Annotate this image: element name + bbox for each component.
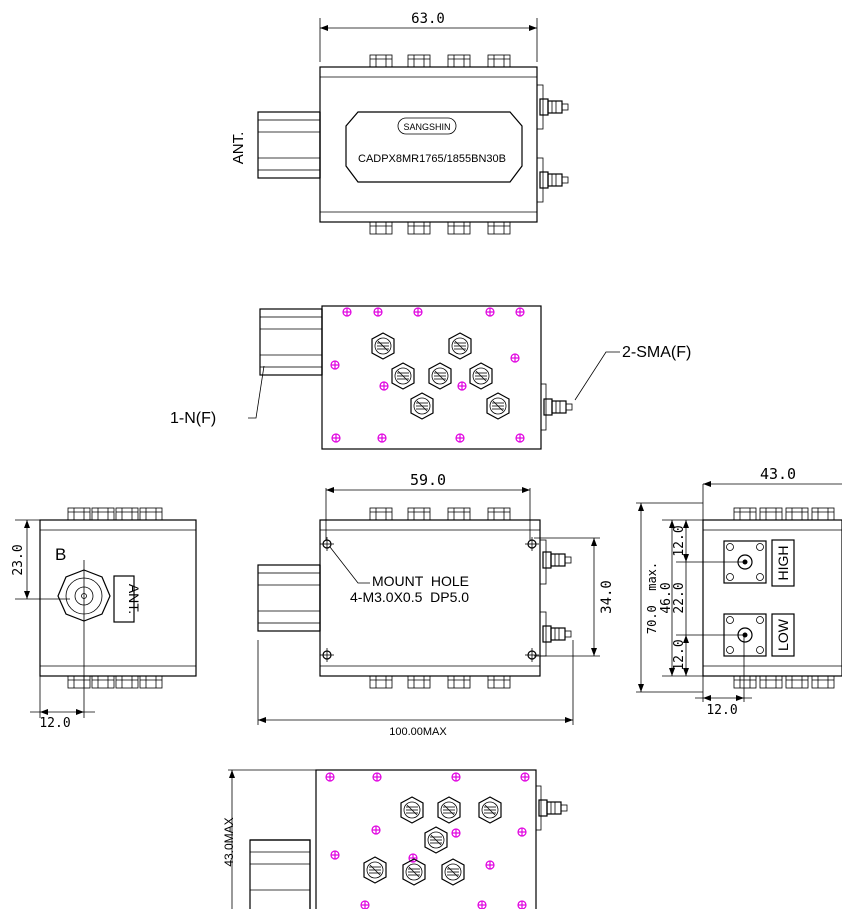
high-port <box>723 540 767 584</box>
right-view: 43.0 70.0 max. 46.0 12.0 22.0 12.0 <box>636 465 842 718</box>
tuning-nuts-1 <box>371 332 510 420</box>
connector-n <box>259 308 323 376</box>
top-ant-label: ANT. <box>230 132 247 165</box>
bottom-body <box>315 769 537 909</box>
screw-marks-1 <box>330 307 525 443</box>
top-body <box>319 66 538 223</box>
overall-length-dim: 100.00MAX <box>389 726 447 738</box>
low-port <box>723 613 767 657</box>
top-sma-1 <box>539 98 569 116</box>
top-n-connector <box>257 111 321 179</box>
brand-label: SANGSHIN <box>403 122 450 132</box>
tuning-nuts-2 <box>363 796 502 886</box>
top-width-dim: 63.0 <box>411 11 445 27</box>
right-inner-dim: 46.0 <box>659 582 674 613</box>
top-view: 63.0 ANT. SANGSHIN CADPX8MR1765/1855BN30… <box>230 11 569 235</box>
left-body <box>39 519 197 677</box>
right-width-dim: 43.0 <box>760 465 796 483</box>
right-offset-dim: 12.0 <box>706 703 737 718</box>
right-tabs <box>733 507 835 689</box>
point-b: B <box>55 545 66 564</box>
connector-view: 2-SMA(F) 1-N(F) <box>170 305 691 450</box>
screw-marks-2 <box>325 772 530 909</box>
part-number: CADPX8MR1765/1855BN30B <box>358 153 506 165</box>
right-body <box>702 519 842 677</box>
label-plate <box>345 111 523 183</box>
n-callout: 1-N(F) <box>170 410 216 427</box>
left-offset-dim: 12.0 <box>39 716 70 731</box>
high-label: HIGH <box>775 546 791 581</box>
low-label: LOW <box>775 618 791 651</box>
left-ant-label: ANT. <box>126 584 142 614</box>
bottom-height-dim: 43.0MAX <box>222 817 236 866</box>
right-dim-c: 12.0 <box>672 639 687 670</box>
front-width-dim: 59.0 <box>410 471 446 489</box>
connector-body <box>321 305 542 450</box>
right-height-dim: 70.0 max. <box>645 562 659 634</box>
left-height-dim: 23.0 <box>11 544 26 575</box>
top-tabs <box>369 54 511 235</box>
mount-hole-label: MOUNT HOLE <box>372 573 469 589</box>
front-view: 59.0 MOUNT HOLE 4-M3.0X0.5 DP5.0 34.0 <box>257 471 615 738</box>
right-dim-a: 12.0 <box>672 525 687 556</box>
left-view: 23.0 B ANT. 12.0 <box>11 507 197 731</box>
top-sma-2 <box>539 171 569 189</box>
hole-spacing-dim: 34.0 <box>599 580 615 614</box>
bottom-view: 43.0MAX <box>222 769 568 909</box>
sma-callout: 2-SMA(F) <box>622 344 691 361</box>
mount-hole-spec: 4-M3.0X0.5 DP5.0 <box>350 589 469 605</box>
right-dim-b: 22.0 <box>672 582 687 613</box>
mount-holes <box>320 537 539 662</box>
